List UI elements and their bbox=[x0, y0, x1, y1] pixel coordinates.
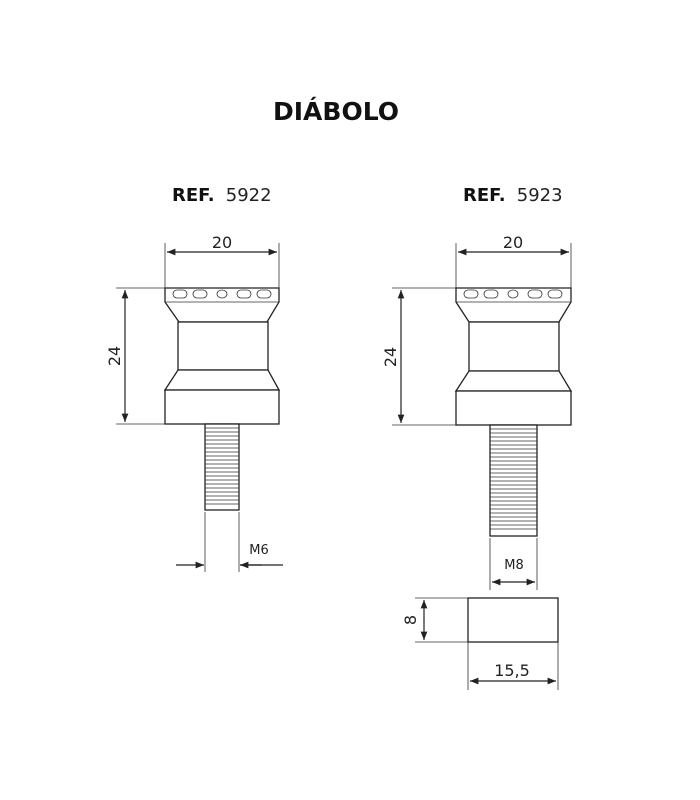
width-dimension-5923: 20 bbox=[455, 233, 572, 290]
thread-5923 bbox=[489, 424, 538, 537]
nut-width-label: 15,5 bbox=[494, 661, 530, 680]
part-5922: REF. 5922 20 24 bbox=[105, 185, 283, 572]
nut-5923: 8 15,5 bbox=[401, 597, 559, 690]
height-dimension-5922: 24 bbox=[105, 287, 165, 425]
nut-height-label: 8 bbox=[401, 615, 420, 625]
ref-number: 5923 bbox=[517, 185, 563, 206]
thread-label: M6 bbox=[249, 543, 269, 558]
thread-5922 bbox=[204, 423, 240, 511]
width-dimension-5922: 20 bbox=[164, 233, 280, 290]
height-label: 24 bbox=[105, 346, 124, 366]
thread-dimension-5923: M8 bbox=[489, 538, 538, 590]
thread-label: M8 bbox=[504, 558, 524, 573]
spool-body-5923 bbox=[454, 287, 573, 426]
width-label: 20 bbox=[212, 233, 232, 252]
spool-slots bbox=[172, 289, 272, 299]
thread-dimension-5922: M6 bbox=[176, 512, 283, 572]
ref-label: REF. bbox=[463, 185, 506, 206]
ref-heading-5923: REF. 5923 bbox=[463, 185, 563, 206]
spool-slots bbox=[463, 289, 563, 299]
height-label: 24 bbox=[381, 347, 400, 367]
width-label: 20 bbox=[503, 233, 523, 252]
height-dimension-5923: 24 bbox=[381, 287, 456, 426]
ref-label: REF. bbox=[172, 185, 215, 206]
part-5923: REF. 5923 20 24 bbox=[381, 185, 573, 590]
ref-heading-5922: REF. 5922 bbox=[172, 185, 272, 206]
spool-body-5922 bbox=[163, 287, 281, 425]
nut-outline bbox=[467, 597, 559, 643]
nut-height-dimension: 8 bbox=[401, 597, 468, 643]
page-title: DIÁBOLO bbox=[273, 97, 399, 126]
nut-width-dimension: 15,5 bbox=[467, 642, 559, 690]
ref-number: 5922 bbox=[226, 185, 272, 206]
